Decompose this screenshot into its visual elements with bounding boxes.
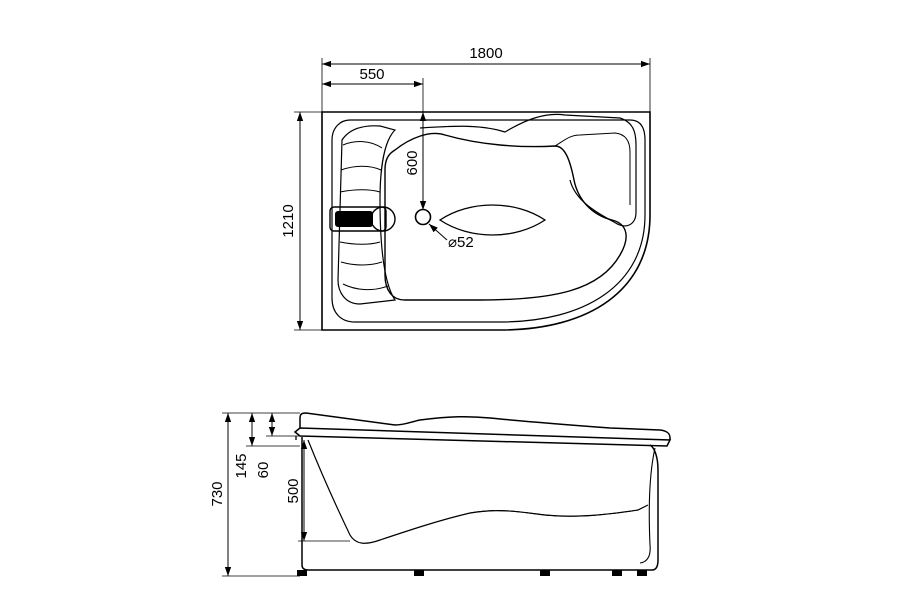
basin-back-curve xyxy=(469,509,639,517)
dim-basin-depth-label: 500 xyxy=(285,478,302,503)
apron-inner-contour xyxy=(639,447,656,564)
foot-2 xyxy=(414,570,424,576)
side-view: 730 145 60 500 xyxy=(209,412,672,577)
dim-rim-label: 60 xyxy=(255,462,272,479)
armrest-inner xyxy=(554,132,631,205)
headrest-segment-3 xyxy=(339,189,381,193)
dim-width-label: 1210 xyxy=(280,204,297,237)
overflow-cap xyxy=(370,206,396,232)
foot-3 xyxy=(540,570,550,576)
tub-rim-inner-edge xyxy=(331,119,646,323)
dim-total-height-label: 730 xyxy=(209,481,226,506)
dim-drain-y-label: 600 xyxy=(404,150,421,175)
lumbar-shape xyxy=(438,204,547,236)
inner-basin xyxy=(384,132,627,301)
foot-5 xyxy=(637,570,647,576)
overflow-fitting-inner xyxy=(335,211,373,227)
dim-length-label: 1800 xyxy=(469,45,502,62)
dim-headrest-label: 145 xyxy=(233,453,250,478)
top-view: 1800 550 600 1210 ⌀52 xyxy=(280,45,651,331)
rim-profile xyxy=(293,427,672,447)
headrest-segment-2 xyxy=(340,165,382,171)
headrest-segment-5 xyxy=(340,261,383,266)
overflow-fitting xyxy=(329,206,387,232)
dim-leader-drain xyxy=(428,223,448,241)
headrest-segment-1 xyxy=(342,141,383,149)
foot-1 xyxy=(297,570,307,576)
foot-4 xyxy=(612,570,622,576)
armrest-outline xyxy=(419,113,637,227)
headrest-segment-4 xyxy=(339,241,381,245)
drain-icon xyxy=(414,208,432,226)
apron-outline xyxy=(301,437,659,571)
dim-drain-x-label: 550 xyxy=(359,66,384,83)
headrest-segment-6 xyxy=(342,283,389,291)
headrest-profile xyxy=(299,412,671,440)
basin-profile xyxy=(307,439,649,544)
dim-drain-diameter-label: ⌀52 xyxy=(448,234,474,251)
tub-outer-rim xyxy=(321,111,651,331)
